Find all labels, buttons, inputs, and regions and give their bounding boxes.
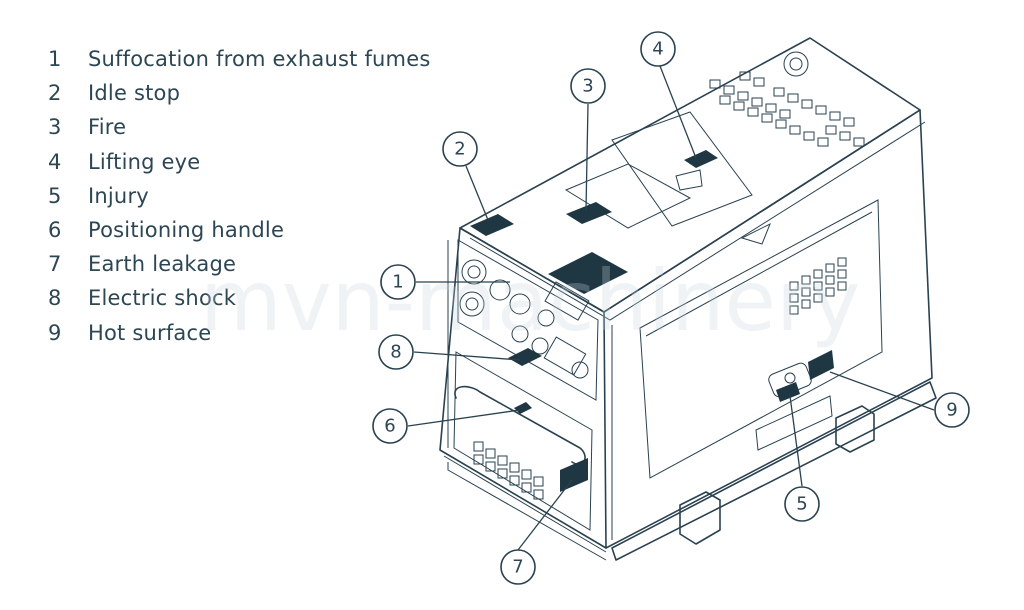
legend-label: Injury [88,183,149,208]
legend-number: 6 [48,218,62,243]
callout-4: 4 [640,31,676,67]
legend-item: 9 Hot surface [48,316,430,350]
callout-9: 9 [934,392,970,428]
callout-leaders [407,65,935,551]
watermark-text: mvn-machinery [200,252,860,350]
legend-number: 3 [48,115,62,140]
legend-label: Lifting eye [88,149,201,174]
callout-number: 9 [946,400,957,421]
legend-label: Electric shock [88,286,237,311]
callout-number: 2 [454,139,465,160]
legend-item: 1 Suffocation from exhaust fumes [48,42,430,76]
generator-body [439,37,937,561]
legend-label: Suffocation from exhaust fumes [88,47,431,72]
decal-injury [776,382,800,402]
legend-number: 4 [48,149,62,174]
decal-exhaust [548,252,628,294]
decal-lifting-eye [684,150,718,168]
legend-number: 5 [48,183,62,208]
legend-number: 1 [48,47,62,72]
warning-decals [470,150,834,492]
grille-top [709,71,865,147]
callout-number: 6 [384,416,395,437]
callout-2: 2 [442,131,478,167]
callout-6: 6 [372,408,408,444]
decal-idle-stop [470,214,514,236]
legend-number: 8 [48,286,62,311]
callout-1: 1 [380,264,416,300]
legend-item: 5 Injury [48,179,430,213]
callout-3: 3 [570,68,606,104]
callout-7: 7 [500,549,536,585]
legend-item: 2 Idle stop [48,76,430,110]
legend-item: 6 Positioning handle [48,213,430,247]
legend-item: 8 Electric shock [48,281,430,315]
legend-item: 3 Fire [48,110,430,144]
legend-number: 2 [48,81,62,106]
callout-8: 8 [378,334,414,370]
legend-label: Hot surface [88,320,212,345]
legend-label: Earth leakage [88,252,237,277]
decal-handle [514,402,532,414]
callout-number: 3 [582,76,593,97]
callout-number: 4 [652,39,663,60]
callout-number: 7 [512,557,523,578]
callout-number: 8 [390,342,401,363]
grille-side [789,257,847,315]
decal-hot-surface [808,350,834,380]
legend-number: 7 [48,252,62,277]
legend-label: Idle stop [88,81,181,106]
legend-label: Fire [88,115,127,140]
callout-number: 1 [392,272,403,293]
callout-5: 5 [784,486,820,522]
legend-list: 1 Suffocation from exhaust fumes 2 Idle st… [48,42,430,350]
legend-label: Positioning handle [88,218,285,243]
grille-front [473,441,544,500]
decal-electric-shock [508,348,542,366]
decal-earth-leakage [560,458,588,492]
callout-number: 5 [796,494,807,515]
decal-fire [566,202,612,224]
legend-number: 9 [48,320,62,345]
legend-item: 4 Lifting eye [48,145,430,179]
legend-item: 7 Earth leakage [48,247,430,281]
